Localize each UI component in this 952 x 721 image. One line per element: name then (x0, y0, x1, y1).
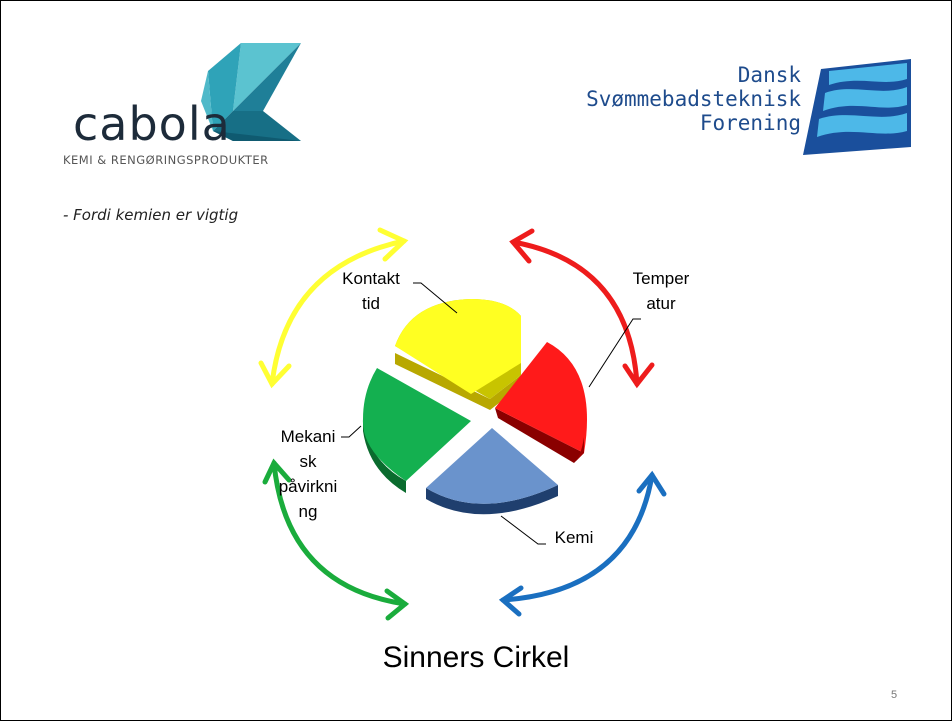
dsf-logo-text: Dansk Svømmebadsteknisk Forening (501, 63, 801, 135)
label-line: Kontakt (342, 269, 400, 288)
label-line: Kemi (554, 528, 594, 547)
dsf-line: Dansk (737, 63, 801, 87)
arrow-bottom-left (262, 458, 410, 621)
dsf-line: Forening (699, 111, 801, 135)
arrow-top-right (509, 228, 655, 389)
sinners-circle-diagram (258, 227, 667, 621)
label-temperatur: Temper atur (621, 266, 701, 316)
arrow-top-left (258, 227, 409, 389)
label-line: Temper (632, 269, 690, 288)
label-line: Mekani (280, 427, 336, 446)
tagline: - Fordi kemien er vigtig (63, 206, 239, 224)
page-number: 5 (891, 689, 898, 701)
leader-lines (341, 282, 641, 545)
pie-segment-mekanisk (362, 368, 471, 493)
label-line: tid (362, 294, 380, 313)
dsf-line: Svømmebadsteknisk (586, 87, 801, 111)
arrow-bottom-right (498, 470, 667, 617)
label-mekanisk-pavirkning: Mekani sk påvirkni ng (263, 424, 353, 524)
pie-segment-temperatur (495, 342, 588, 463)
pie-segment-kemi (426, 428, 558, 515)
label-kontakttid: Kontakt tid (331, 266, 411, 316)
dsf-wave-icon (803, 59, 911, 155)
label-line: påvirkni (278, 477, 338, 496)
label-line: atur (646, 294, 676, 313)
label-line: ng (298, 502, 318, 521)
cabola-c-icon (201, 43, 301, 141)
cabola-wordmark: cabola (73, 97, 231, 151)
slide-title: Sinners Cirkel (382, 641, 570, 674)
pie-segment-kontakttid (395, 299, 521, 410)
label-kemi: Kemi (544, 525, 604, 550)
cabola-logo: cabola KEMI & RENGØRINGSPRODUKTER (63, 41, 323, 181)
label-line: sk (299, 452, 317, 471)
cabola-subtitle: KEMI & RENGØRINGSPRODUKTER (63, 153, 269, 167)
